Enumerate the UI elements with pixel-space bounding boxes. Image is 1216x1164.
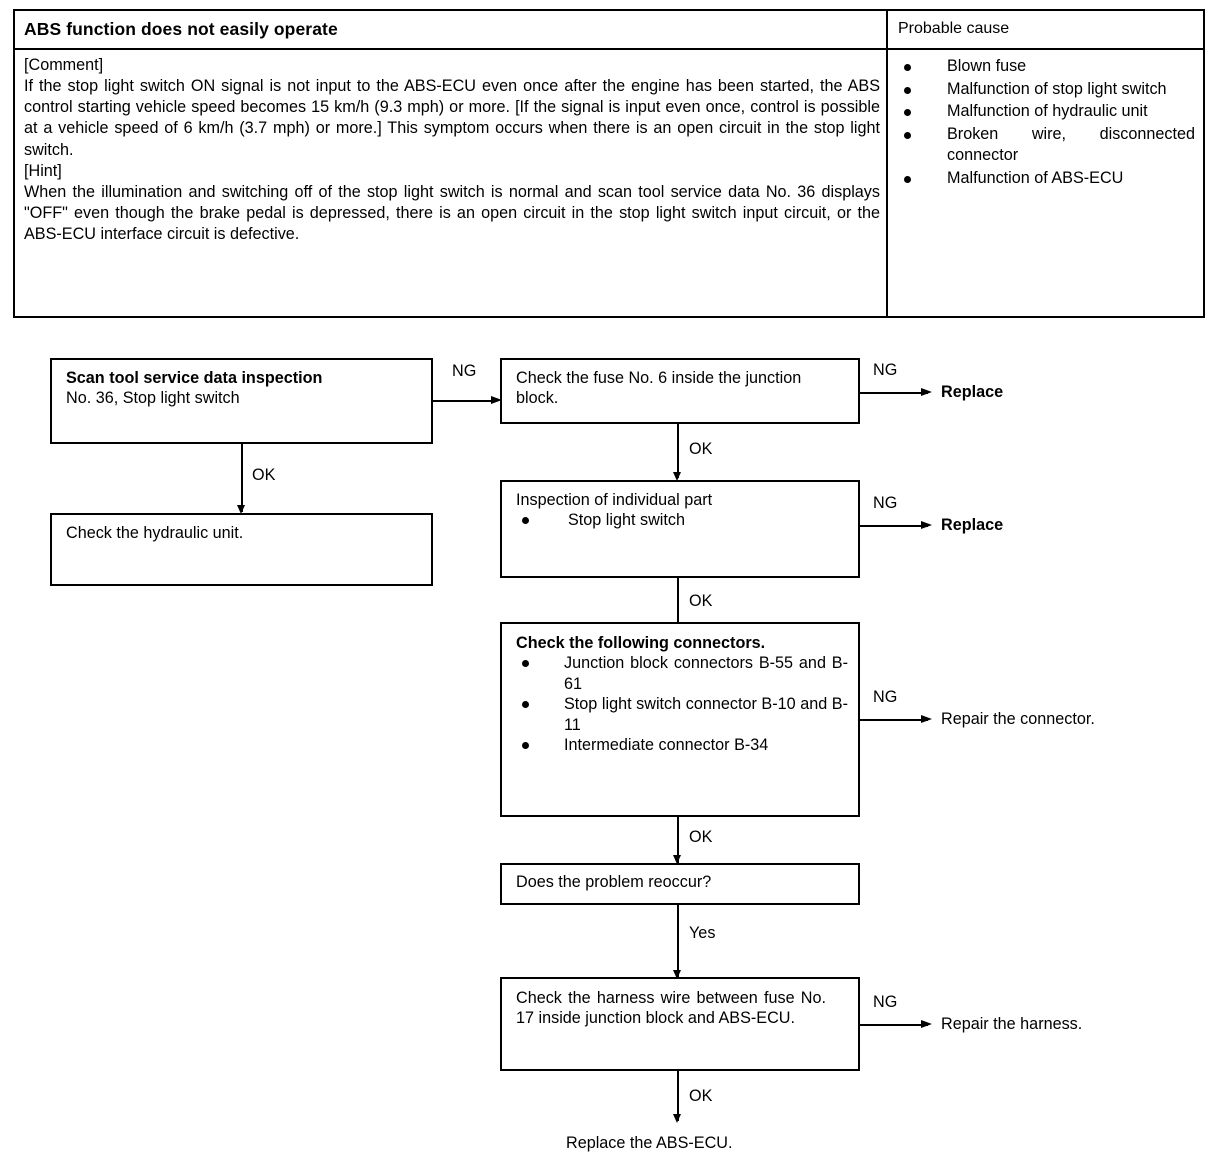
- outcome-repair-harness: Repair the harness.: [941, 1015, 1083, 1033]
- edge-fuse-to-replace: [860, 392, 928, 394]
- comment-text: If the stop light switch ON signal is no…: [24, 77, 880, 159]
- edge-label-ng-fuse: NG: [873, 361, 898, 379]
- edge-connectors-to-repair: [860, 719, 928, 721]
- list-item: Malfunction of ABS-ECU: [900, 168, 1195, 190]
- arrow-inspection-to-replace: [921, 521, 932, 529]
- arrow-harness-to-repair: [921, 1020, 932, 1028]
- symptom-title: ABS function does not easily operate: [24, 19, 338, 39]
- outcome-replace-switch: Replace: [941, 516, 1004, 534]
- flow-box-scan-tool-detail: No. 36, Stop light switch: [66, 389, 240, 408]
- edge-label-yes-reoccur: Yes: [689, 924, 716, 942]
- edge-scan-tool-to-fuse: [433, 400, 493, 402]
- flow-box-hydraulic-unit-text: Check the hydraulic unit.: [66, 524, 244, 542]
- edge-inspection-to-replace: [860, 525, 928, 527]
- list-item: Intermediate connector B-34: [516, 735, 848, 755]
- flow-box-individual-part-list: Stop light switch: [516, 510, 848, 530]
- edge-label-ok-inspection: OK: [689, 592, 713, 610]
- flow-box-check-connectors-list: Junction block connectors B-55 and B-61 …: [516, 653, 848, 755]
- outcome-replace-ecu: Replace the ABS-ECU.: [566, 1134, 733, 1152]
- edge-label-ng-harness: NG: [873, 993, 898, 1011]
- flow-box-check-fuse-text: Check the fuse No. 6 inside the junction…: [516, 369, 802, 408]
- hint-text: When the illumination and switching off …: [24, 182, 880, 244]
- edge-label-ok-harness: OK: [689, 1087, 713, 1105]
- edge-label-ok-scan-tool: OK: [252, 466, 276, 484]
- symptom-title-cell: ABS function does not easily operate: [15, 11, 886, 48]
- arrow-connectors-to-reoccur: [673, 855, 681, 864]
- symptom-description: [Comment] If the stop light switch ON si…: [15, 50, 886, 245]
- edge-harness-to-replace-ecu: [677, 1071, 679, 1121]
- edge-label-ng-scan-tool: NG: [452, 362, 477, 380]
- symptom-table-header-row: ABS function does not easily operate Pro…: [15, 11, 1203, 50]
- probable-cause-list: Blown fuse Malfunction of stop light swi…: [888, 50, 1203, 189]
- comment-label: [Comment]: [24, 56, 104, 74]
- arrow-harness-to-replace-ecu: [673, 1114, 681, 1123]
- edge-harness-to-repair: [860, 1024, 928, 1026]
- symptom-table: ABS function does not easily operate Pro…: [13, 9, 1205, 318]
- hint-label: [Hint]: [24, 161, 62, 180]
- edge-label-ok-connectors: OK: [689, 828, 713, 846]
- probable-cause-cell: Blown fuse Malfunction of stop light swi…: [886, 50, 1203, 316]
- flow-box-check-fuse: Check the fuse No. 6 inside the junction…: [500, 358, 860, 424]
- flow-box-individual-part: Inspection of individual part Stop light…: [500, 480, 860, 578]
- list-item: Junction block connectors B-55 and B-61: [516, 653, 848, 694]
- list-item: Stop light switch connector B-10 and B-1…: [516, 694, 848, 735]
- edge-connectors-to-reoccur: [677, 817, 679, 863]
- arrow-connectors-to-repair: [921, 715, 932, 723]
- probable-cause-title: Probable cause: [898, 20, 1010, 37]
- edge-label-ok-fuse: OK: [689, 440, 713, 458]
- list-item: Blown fuse: [900, 56, 1195, 78]
- flow-box-problem-reoccur: Does the problem reoccur?: [500, 863, 860, 905]
- edge-label-ng-connectors: NG: [873, 688, 898, 706]
- outcome-replace-fuse: Replace: [941, 383, 1004, 401]
- list-item: Malfunction of hydraulic unit: [900, 101, 1195, 123]
- flow-box-hydraulic-unit: Check the hydraulic unit.: [50, 513, 433, 586]
- edge-label-ng-inspection: NG: [873, 494, 898, 512]
- arrow-scan-tool-to-hydraulic: [237, 505, 245, 514]
- probable-cause-title-cell: Probable cause: [886, 11, 1203, 48]
- arrow-reoccur-to-harness: [673, 970, 681, 979]
- list-item: Malfunction of stop light switch: [900, 79, 1195, 101]
- symptom-description-cell: [Comment] If the stop light switch ON si…: [15, 50, 886, 316]
- edge-inspection-to-connectors: [677, 578, 679, 630]
- flow-box-scan-tool: Scan tool service data inspection No. 36…: [50, 358, 433, 444]
- flow-box-individual-part-title: Inspection of individual part: [516, 491, 713, 509]
- edge-reoccur-to-harness: [677, 905, 679, 977]
- edge-scan-tool-to-hydraulic: [241, 444, 243, 512]
- outcome-repair-connector: Repair the connector.: [941, 710, 1095, 728]
- symptom-table-body-row: [Comment] If the stop light switch ON si…: [15, 50, 1203, 316]
- edge-fuse-to-inspection: [677, 424, 679, 478]
- flow-box-check-harness-text: Check the harness wire between fuse No. …: [516, 989, 826, 1028]
- flow-box-check-connectors-title: Check the following connectors.: [516, 634, 766, 652]
- arrow-fuse-to-replace: [921, 388, 932, 396]
- arrow-scan-tool-to-fuse: [491, 396, 502, 404]
- list-item: Stop light switch: [516, 510, 848, 530]
- list-item: Broken wire, disconnected connector: [900, 124, 1195, 167]
- flow-box-check-connectors: Check the following connectors. Junction…: [500, 622, 860, 817]
- flow-box-scan-tool-title: Scan tool service data inspection: [66, 369, 323, 387]
- arrow-fuse-to-inspection: [673, 472, 681, 481]
- flow-box-check-harness: Check the harness wire between fuse No. …: [500, 977, 860, 1071]
- flow-box-problem-reoccur-text: Does the problem reoccur?: [516, 873, 712, 891]
